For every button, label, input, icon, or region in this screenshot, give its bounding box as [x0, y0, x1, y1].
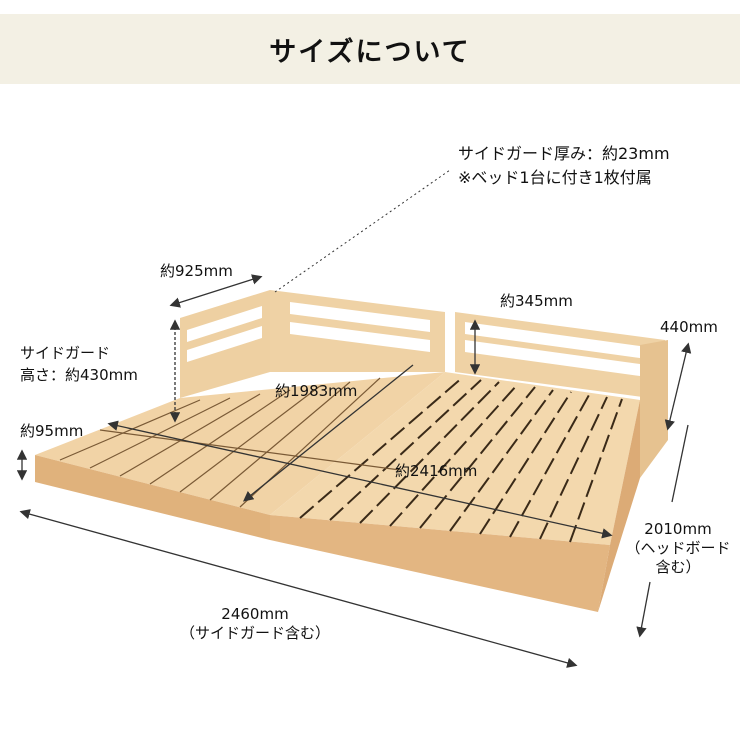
height-95-label: 約95mm	[20, 422, 84, 440]
height-345-label: 約345mm	[500, 292, 573, 310]
side-guard-right	[455, 312, 668, 478]
guard-thickness-label: サイドガード厚み：約23mm	[458, 144, 670, 163]
dimension-arrows	[16, 169, 692, 668]
depth-2010-value: 2010mm	[644, 520, 712, 538]
section-header: サイズについて	[0, 14, 740, 84]
depth-2010-note-2: 含む）	[655, 558, 701, 576]
width-925-label: 約925mm	[160, 262, 233, 280]
side-guard-left	[180, 290, 445, 398]
guard-height-label-2: 高さ：約430mm	[20, 366, 138, 384]
length-1983-label: 約1983mm	[275, 382, 358, 400]
height-440-label: 440mm	[660, 318, 718, 336]
guard-note-label: ※ベッド1台に付き1枚付属	[458, 168, 652, 187]
page-title: サイズについて	[269, 36, 471, 68]
depth-2010-label: 2010mm （ヘッドボード 含む）	[616, 520, 740, 577]
depth-2010-note-1: （ヘッドボード	[625, 539, 731, 557]
total-2460-label: 2460mm （サイドガード含む）	[160, 605, 350, 643]
width-2416-label: 約2416mm	[395, 462, 478, 480]
total-2460-value: 2460mm	[221, 605, 289, 623]
total-2460-note: （サイドガード含む）	[179, 624, 330, 642]
guard-height-label-1: サイドガード	[20, 344, 111, 362]
